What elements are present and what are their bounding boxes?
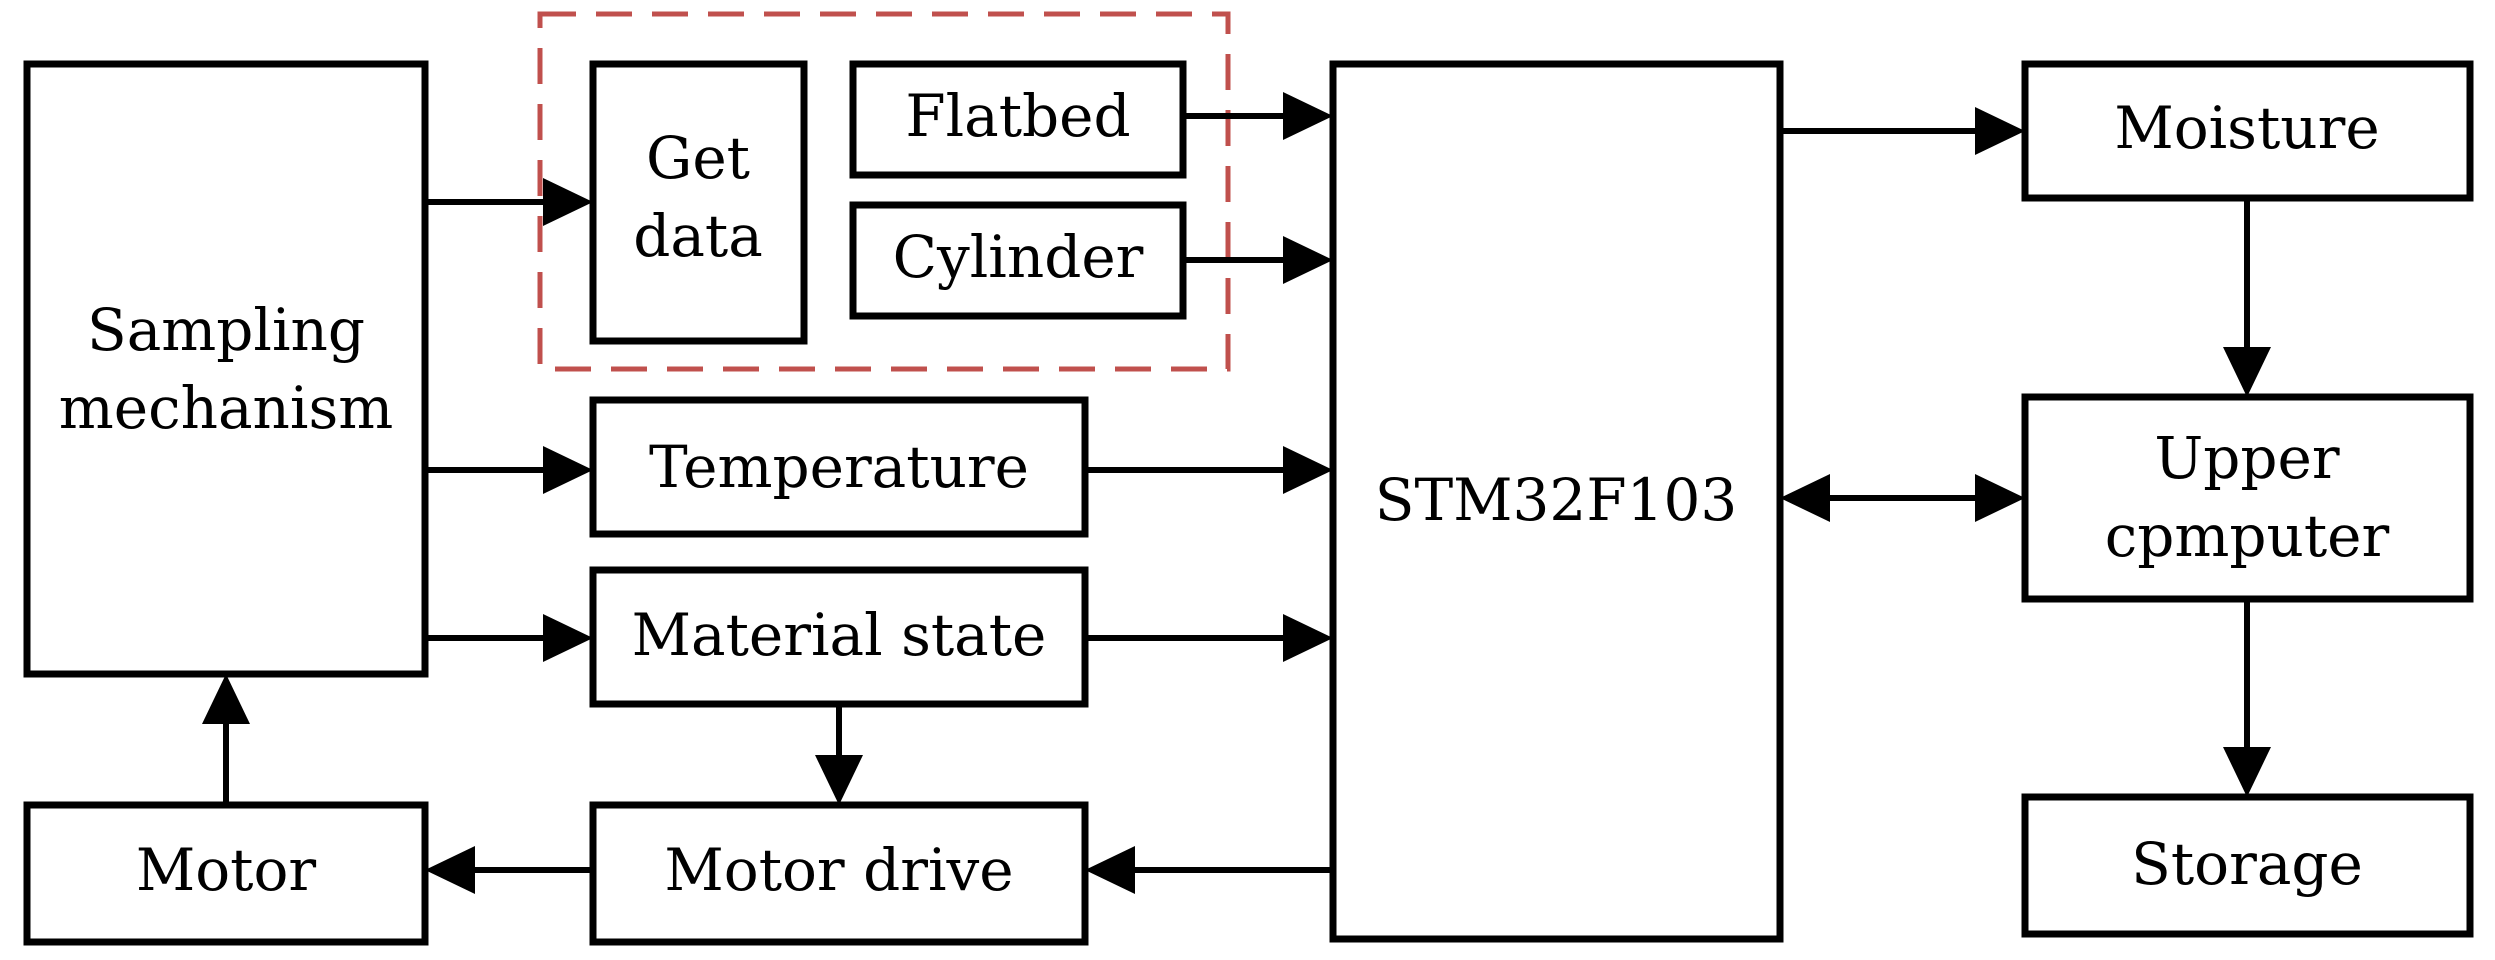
arrow-sampling-to-temperature: [425, 446, 593, 494]
stm32-block: STM32F103: [1329, 60, 1784, 943]
storage-block: Storage: [2021, 793, 2474, 938]
motor-label: Motor: [136, 836, 317, 904]
temperature-block: Temperature: [589, 396, 1089, 538]
arrow-material-state-to-motor-drive: [815, 704, 863, 805]
upper-computer-label-line2: cpmputer: [2105, 502, 2390, 570]
cylinder-label: Cylinder: [893, 223, 1144, 291]
arrow-motor-drive-to-motor: [425, 846, 593, 894]
arrow-moisture-to-upper-computer: [2223, 198, 2271, 397]
arrow-stm32-upper-computer-bidirectional: [1780, 474, 2025, 522]
moisture-block: Moisture: [2021, 60, 2474, 202]
temperature-label: Temperature: [649, 433, 1029, 501]
motor-block: Motor: [23, 801, 429, 946]
motor-drive-block: Motor drive: [589, 801, 1089, 946]
arrow-cylinder-to-stm32: [1183, 236, 1333, 284]
arrow-motor-to-sampling: [202, 674, 250, 805]
sampling-mechanism-block: Sampling mechanism: [23, 60, 429, 678]
sampling-mechanism-label-line2: mechanism: [59, 374, 393, 442]
moisture-label: Moisture: [2114, 94, 2379, 162]
get-data-label-line2: data: [633, 202, 763, 270]
data-acquisition-group: [537, 11, 1231, 372]
arrow-sampling-to-material-state: [425, 614, 593, 662]
flatbed-label: Flatbed: [905, 82, 1130, 150]
material-state-label: Material state: [632, 601, 1047, 669]
arrow-stm32-to-motor-drive: [1085, 846, 1333, 894]
arrow-stm32-to-moisture: [1780, 107, 2025, 155]
storage-label: Storage: [2131, 830, 2363, 898]
motor-drive-label: Motor drive: [664, 836, 1013, 904]
material-state-block: Material state: [589, 566, 1089, 708]
arrow-upper-computer-to-storage: [2223, 599, 2271, 797]
arrow-material-state-to-stm32: [1085, 614, 1333, 662]
upper-computer-label-line1: Upper: [2154, 424, 2339, 492]
upper-computer-block: Upper cpmputer: [2021, 393, 2474, 603]
sampling-mechanism-label-line1: Sampling: [87, 296, 365, 364]
arrow-sampling-to-get-data: [425, 178, 593, 226]
cylinder-block: Cylinder: [849, 201, 1187, 320]
arrow-flatbed-to-stm32: [1183, 92, 1333, 140]
get-data-block: Get data: [589, 60, 808, 345]
arrow-temperature-to-stm32: [1085, 446, 1333, 494]
get-data-label-line1: Get: [646, 124, 750, 192]
stm32-label: STM32F103: [1375, 466, 1738, 534]
flatbed-block: Flatbed: [849, 60, 1187, 179]
